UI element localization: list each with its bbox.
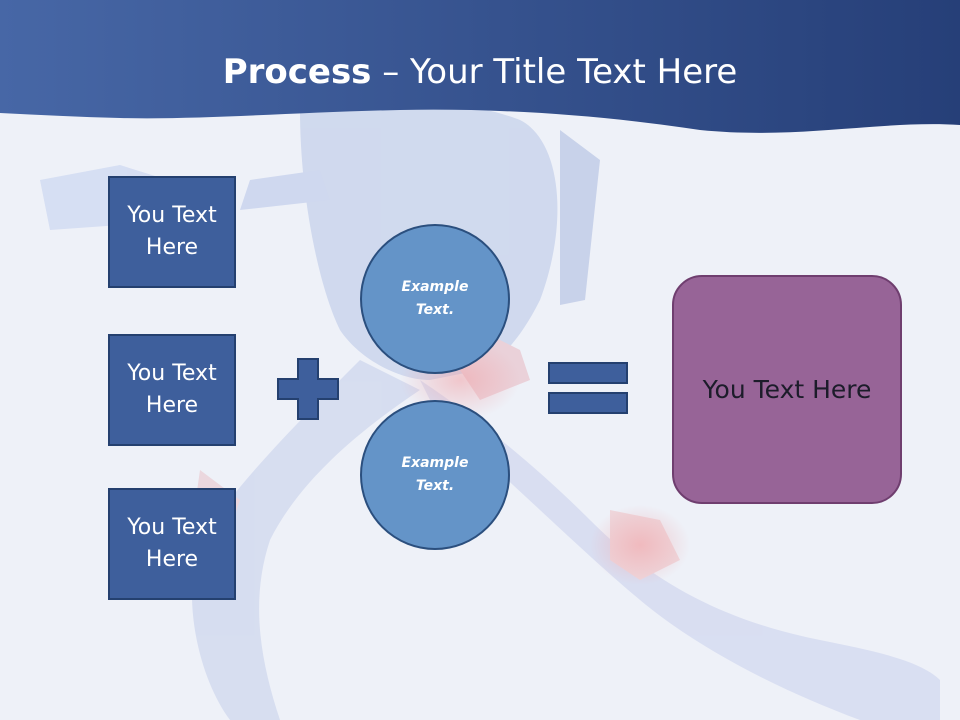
result-label: You Text Here bbox=[702, 375, 872, 404]
slide-title: Process – Your Title Text Here bbox=[0, 52, 960, 92]
text-box-3[interactable]: You Text Here bbox=[108, 488, 236, 600]
circle-label: Example Text. bbox=[401, 455, 469, 494]
text-box-2[interactable]: You Text Here bbox=[108, 334, 236, 446]
title-bold: Process bbox=[222, 52, 372, 92]
example-circle-2[interactable]: Example Text. bbox=[360, 400, 510, 550]
text-box-label: You Text Here bbox=[127, 203, 217, 260]
text-box-label: You Text Here bbox=[127, 515, 217, 572]
title-rest: – Your Title Text Here bbox=[371, 52, 738, 92]
example-circle-1[interactable]: Example Text. bbox=[360, 224, 510, 374]
result-box[interactable]: You Text Here bbox=[672, 275, 902, 504]
text-box-1[interactable]: You Text Here bbox=[108, 176, 236, 288]
text-box-label: You Text Here bbox=[127, 361, 217, 418]
equals-icon bbox=[548, 362, 628, 414]
circle-label: Example Text. bbox=[401, 279, 469, 318]
plus-icon bbox=[277, 358, 339, 420]
header-band bbox=[0, 0, 960, 133]
